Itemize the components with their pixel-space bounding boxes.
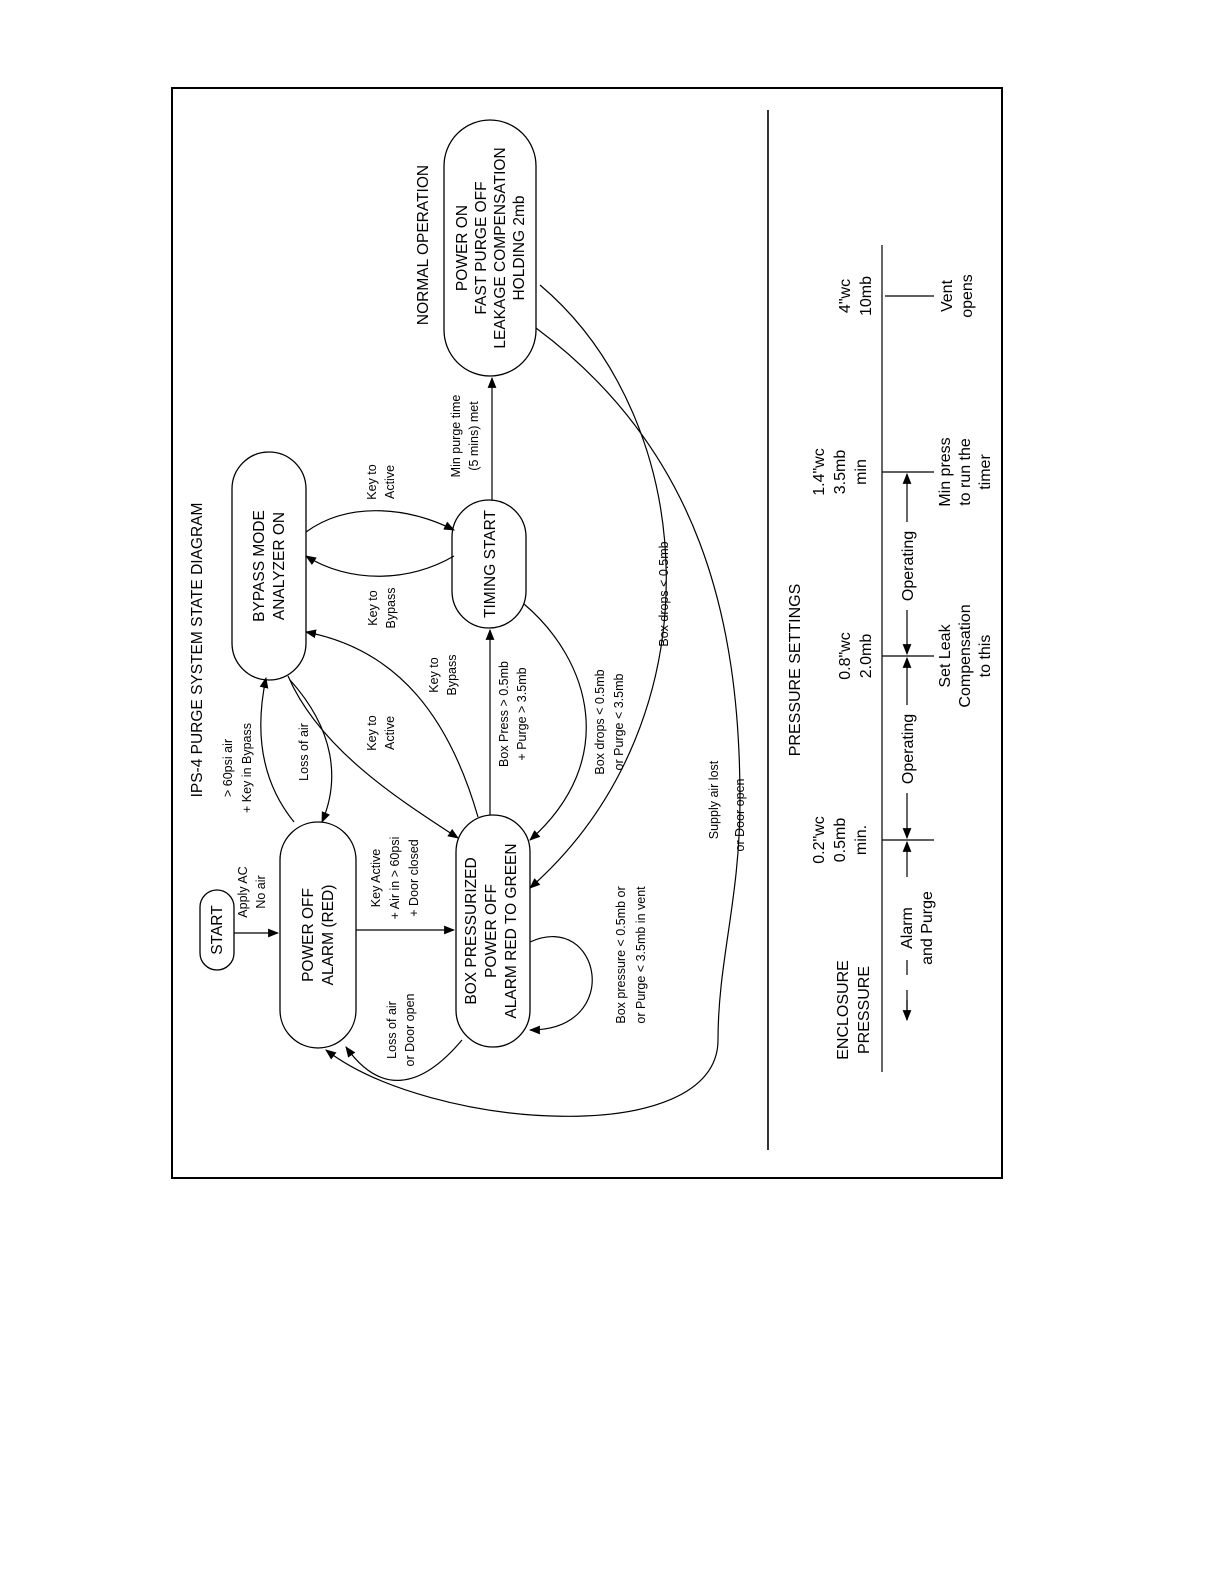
pressure-settings-heading: PRESSURE SETTINGS [787, 584, 804, 756]
svg-text:FAST PURGE OFF: FAST PURGE OFF [473, 181, 490, 314]
label-box-to-timing-2: + Purge > 3.5mb [515, 667, 529, 760]
pressure-ticks [882, 295, 934, 841]
label-normal-to-box: Box drops < 0.5mb [657, 541, 671, 646]
svg-text:1.4"wc: 1.4"wc [811, 448, 828, 495]
svg-text:Operating: Operating [900, 531, 917, 601]
svg-text:BOX PRESSURIZED: BOX PRESSURIZED [463, 857, 480, 1004]
svg-text:HOLDING 2mb: HOLDING 2mb [511, 195, 528, 300]
label-box-key-bypass-1: Key to [427, 657, 441, 692]
svg-text:3.5mb: 3.5mb [832, 450, 849, 495]
label-no-air: No air [254, 875, 268, 908]
svg-text:LEAKAGE COMPENSATION: LEAKAGE COMPENSATION [492, 147, 509, 348]
label-timing-to-box-2: or Purge < 3.5mb [612, 673, 626, 770]
transition-arrows [234, 284, 741, 1117]
svg-text:PRESSURE: PRESSURE [856, 966, 873, 1054]
svg-text:to run the: to run the [957, 438, 974, 506]
svg-text:ALARM (RED): ALARM (RED) [320, 885, 337, 986]
svg-text:POWER ON: POWER ON [454, 205, 471, 291]
svg-text:min.: min. [853, 825, 870, 855]
state-start: START [199, 889, 235, 971]
label-timing-to-box-1: Box drops < 0.5mb [593, 669, 607, 774]
svg-text:to this: to this [977, 635, 994, 678]
label-loss-air-door-1: Loss of air [385, 1001, 399, 1059]
pressure-range-labels: Alarm and Purge Operating Operating Set … [899, 274, 994, 965]
svg-text:BYPASS MODE: BYPASS MODE [251, 510, 268, 622]
svg-text:2.0mb: 2.0mb [858, 634, 875, 679]
label-timing-key-bypass-2: Bypass [384, 588, 398, 629]
svg-text:ENCLOSURE: ENCLOSURE [835, 960, 852, 1060]
pressure-values: ENCLOSURE PRESSURE 0.2"wc 0.5mb min. 0.8… [811, 276, 875, 1060]
svg-text:0.2"wc: 0.2"wc [811, 816, 828, 863]
label-key-active-air-2: + Air in > 60psi [388, 837, 402, 920]
label-to-bypass-key: + Key in Bypass [240, 723, 254, 813]
svg-text:Alarm: Alarm [899, 907, 916, 949]
svg-text:ANALYZER ON: ANALYZER ON [271, 512, 288, 620]
svg-text:0.5mb: 0.5mb [832, 818, 849, 863]
svg-text:opens: opens [959, 274, 976, 318]
svg-text:ALARM RED TO GREEN: ALARM RED TO GREEN [503, 843, 520, 1018]
label-box-key-bypass-2: Bypass [445, 655, 459, 696]
label-apply-ac: Apply AC [236, 866, 250, 917]
state-normal-power-on: POWER ON FAST PURGE OFF LEAKAGE COMPENSA… [443, 119, 537, 377]
state-power-off-alarm: POWER OFF ALARM (RED) [279, 821, 357, 1049]
svg-text:TIMING START: TIMING START [482, 510, 499, 618]
label-self-loop-1: Box pressure < 0.5mb or [614, 886, 628, 1023]
label-loss-air-door-2: or Door open [403, 993, 417, 1066]
label-min-purge-2: (5 mins) met [467, 401, 481, 471]
svg-text:timer: timer [977, 454, 994, 490]
state-timing-start: TIMING START [451, 499, 527, 629]
label-to-bypass: > 60psi air [221, 739, 235, 797]
svg-text:Operating: Operating [900, 714, 917, 784]
svg-text:10mb: 10mb [858, 276, 875, 316]
label-min-purge-1: Min purge time [449, 395, 463, 478]
svg-text:Set Leak: Set Leak [937, 623, 954, 687]
label-bypass-to-timing-1: Key to [365, 464, 379, 499]
page-border [171, 87, 1003, 1179]
label-self-loop-2: or Purge < 3.5mb in vent [634, 886, 648, 1024]
label-box-to-timing-1: Box Press > 0.5mb [497, 661, 511, 767]
normal-operation-heading: NORMAL OPERATION [415, 165, 432, 325]
label-supply-lost-1: Supply air lost [707, 760, 721, 839]
svg-text:Vent: Vent [939, 279, 956, 312]
svg-text:POWER OFF: POWER OFF [483, 884, 500, 978]
svg-text:and Purge: and Purge [919, 891, 936, 965]
label-bypass-key-active-2: Active [383, 716, 397, 750]
label-bypass-to-timing-2: Active [383, 465, 397, 499]
svg-text:Min press: Min press [937, 437, 954, 506]
svg-text:START: START [209, 905, 226, 955]
label-key-active-air-1: Key Active [369, 849, 383, 907]
state-bypass-mode: BYPASS MODE ANALYZER ON [231, 451, 307, 681]
svg-text:0.8"wc: 0.8"wc [837, 632, 854, 679]
label-loss-of-air: Loss of air [297, 723, 311, 781]
label-bypass-key-active-1: Key to [365, 715, 379, 750]
svg-text:POWER OFF: POWER OFF [300, 888, 317, 982]
label-timing-key-bypass-1: Key to [366, 590, 380, 625]
svg-text:Compensation: Compensation [957, 604, 974, 707]
label-key-active-air-3: + Door closed [407, 839, 421, 917]
svg-text:4"wc: 4"wc [837, 279, 854, 313]
svg-text:min: min [853, 459, 870, 485]
diagram-title: IPS-4 PURGE SYSTEM STATE DIAGRAM [189, 503, 206, 798]
state-box-pressurized: BOX PRESSURIZED POWER OFF ALARM RED TO G… [455, 814, 531, 1048]
label-supply-lost-2: or Door open [733, 778, 747, 851]
